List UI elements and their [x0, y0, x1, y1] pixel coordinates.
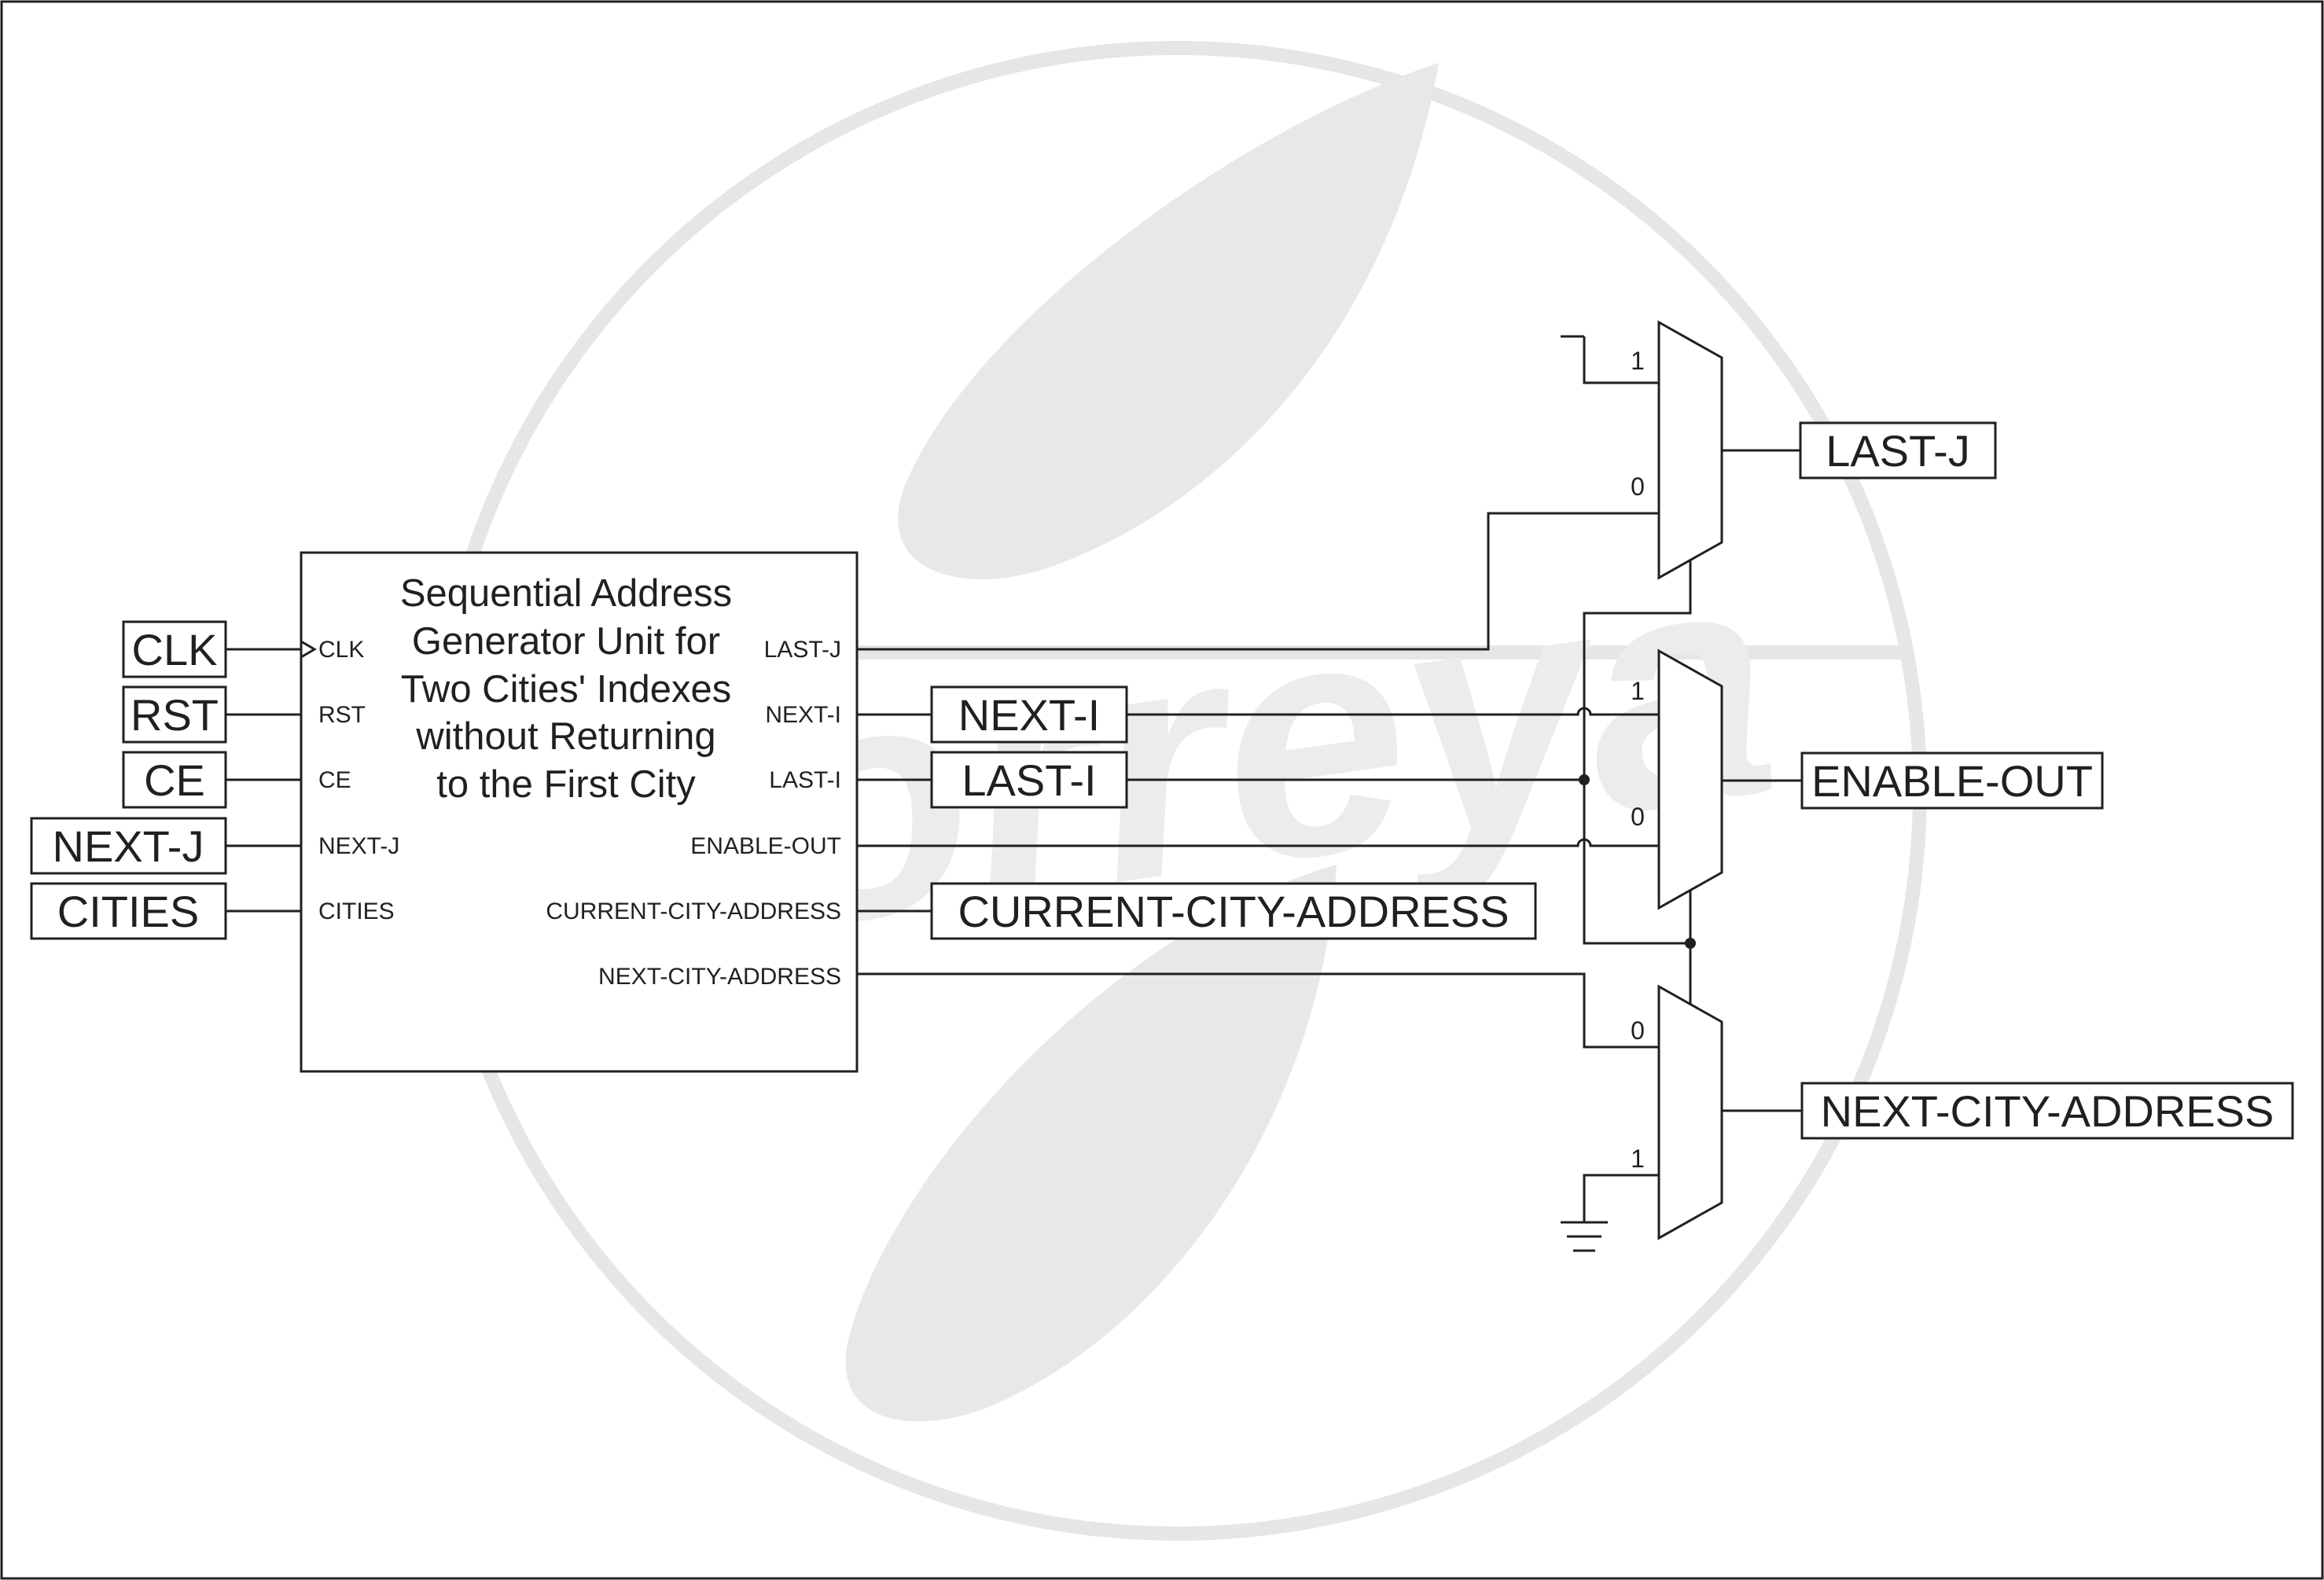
- output-next-city-address-label: NEXT-CITY-ADDRESS: [1821, 1086, 2274, 1136]
- port-last-j: LAST-J: [764, 637, 841, 663]
- junction-dot: [1579, 774, 1590, 785]
- direct-output-labels: NEXT-I LAST-I CURRENT-CITY-ADDRESS: [857, 685, 1537, 940]
- mux-last-j: 1 0 LAST-J: [1631, 320, 1997, 580]
- unit-title-line-2: Generator Unit for: [412, 620, 720, 663]
- mux-enable-out: 1 0 ENABLE-OUT: [1631, 649, 2104, 910]
- input-rst-label: RST: [131, 690, 219, 740]
- port-next-city-address: NEXT-CITY-ADDRESS: [598, 964, 841, 990]
- input-cities-label: CITIES: [57, 887, 199, 936]
- unit-title-line-5: to the First City: [436, 763, 696, 806]
- port-current-city-address: CURRENT-CITY-ADDRESS: [546, 898, 841, 924]
- output-enable-out-label: ENABLE-OUT: [1811, 756, 2093, 806]
- input-next-j-label: NEXT-J: [53, 821, 204, 871]
- address-generator-unit: Sequential Address Generator Unit for Tw…: [300, 551, 859, 1073]
- mux-next-city-address-in1-label: 1: [1631, 1145, 1645, 1173]
- port-enable-out: ENABLE-OUT: [690, 833, 841, 859]
- output-next-city-address-box: [1800, 1082, 2294, 1140]
- mux-next-city-address-in0-label: 0: [1631, 1016, 1645, 1045]
- port-next-i: NEXT-I: [765, 702, 841, 728]
- mux-next-city-address: 0 1 NEXT-CITY-ADDRESS: [1631, 984, 2294, 1240]
- output-next-i-box: [930, 685, 1128, 744]
- port-cities: CITIES: [318, 898, 395, 924]
- unit-title-line-4: without Returning: [415, 715, 715, 758]
- unit-title-line-1: Sequential Address: [400, 572, 732, 615]
- port-rst: RST: [318, 702, 366, 728]
- mux-enable-out-in0-label: 0: [1631, 803, 1645, 831]
- mux-last-j-in1-label: 1: [1631, 347, 1645, 375]
- output-last-i-label: LAST-I: [962, 755, 1096, 805]
- input-ce-label: CE: [144, 755, 205, 805]
- output-enable-out-box: [1800, 751, 2104, 810]
- input-ce-box: [122, 751, 227, 809]
- mux-last-j-in0-label: 0: [1631, 472, 1645, 501]
- port-clk: CLK: [318, 637, 364, 663]
- wiring: [857, 335, 1802, 1252]
- port-ce: CE: [318, 767, 351, 793]
- output-next-i-label: NEXT-I: [958, 690, 1100, 740]
- output-current-city-address-box: [930, 882, 1537, 940]
- port-last-i: LAST-I: [769, 767, 841, 793]
- input-labels: CLK RST CE NEXT-J CITIES: [30, 620, 301, 940]
- unit-title-line-3: Two Cities' Indexes: [401, 668, 732, 711]
- input-clk-label: CLK: [132, 625, 218, 674]
- output-last-j-label: LAST-J: [1826, 426, 1970, 476]
- port-next-j: NEXT-J: [318, 833, 399, 859]
- junction-dot: [1685, 938, 1696, 949]
- ground-icon: [1561, 1221, 1608, 1252]
- mux-enable-out-in1-label: 1: [1631, 677, 1645, 705]
- output-current-city-address-label: CURRENT-CITY-ADDRESS: [958, 887, 1509, 936]
- clock-edge-icon: [300, 640, 317, 659]
